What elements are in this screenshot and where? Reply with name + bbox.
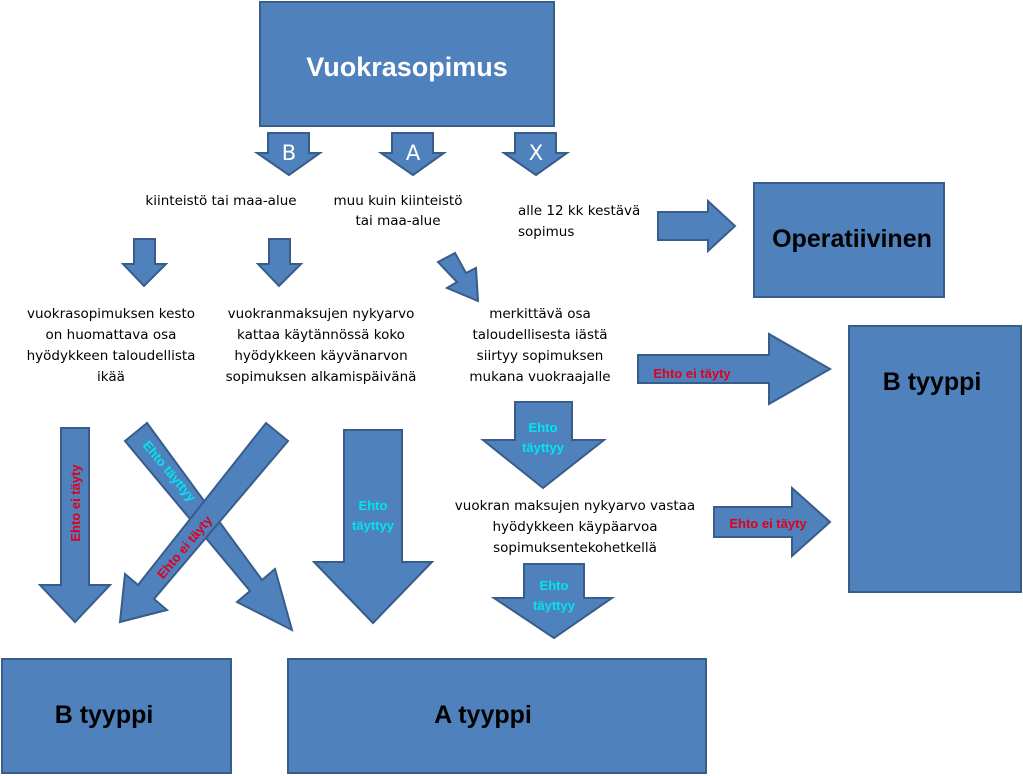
- branch-b-label: B: [282, 141, 296, 165]
- b-type-right-box: B tyyppi: [848, 325, 1022, 593]
- svg-text:hyödykkeen käyvänarvon: hyödykkeen käyvänarvon: [234, 348, 407, 364]
- svg-text:vuokran maksujen nykyarvo vast: vuokran maksujen nykyarvo vastaa: [455, 498, 695, 514]
- lease-term-not-met-label: Ehto ei täyty: [68, 464, 83, 542]
- lease-term-not-met-arrow: Ehto ei täyty: [37, 427, 113, 624]
- present-value-fair-met-label-2: täyttyy: [352, 518, 395, 533]
- branch-a-label: A: [406, 141, 421, 165]
- a-type-label: A tyyppi: [434, 701, 532, 729]
- economic-life-not-met-label: Ehto ei täyty: [653, 366, 731, 381]
- present-value-fair-met-label-1: Ehto: [359, 498, 388, 513]
- present-value-met-arrow: Ehto täyttyy: [490, 563, 616, 640]
- root-box-label: Vuokrasopimus: [306, 52, 508, 82]
- b-type-bottom-box: B tyyppi: [1, 658, 232, 774]
- property-down-arrow-left: [120, 238, 169, 288]
- svg-text:kattaa käytännössä koko: kattaa käytännössä koko: [237, 327, 405, 343]
- svg-text:sopimus: sopimus: [518, 224, 574, 240]
- svg-text:mukana vuokraajalle: mukana vuokraajalle: [469, 369, 610, 385]
- svg-text:siirtyy sopimuksen: siirtyy sopimuksen: [477, 348, 604, 364]
- operative-box-label: Operatiivinen: [772, 225, 932, 253]
- root-box: Vuokrasopimus: [259, 1, 555, 127]
- to-operative-arrow: [657, 198, 737, 254]
- operative-box: Operatiivinen: [753, 182, 945, 298]
- svg-text:muu kuin kiinteistö: muu kuin kiinteistö: [334, 193, 463, 209]
- svg-text:alle 12 kk kestävä: alle 12 kk kestävä: [518, 203, 640, 219]
- present-value-not-met-label: Ehto ei täyty: [729, 516, 807, 531]
- criteria-present-value-fair: vuokranmaksujen nykyarvo kattaa käytännö…: [226, 306, 417, 385]
- criteria-lease-term: vuokrasopimuksen kesto on huomattava osa…: [27, 306, 196, 385]
- economic-life-met-label-1: Ehto: [529, 420, 558, 435]
- branch-a-arrow: A: [377, 132, 448, 177]
- svg-text:taloudellisesta iästä: taloudellisesta iästä: [472, 327, 607, 343]
- present-value-fair-not-met-label: Ehto ei täyty: [154, 512, 216, 581]
- svg-text:sopimuksentekohetkellä: sopimuksentekohetkellä: [493, 540, 657, 556]
- svg-text:vuokranmaksujen nykyarvo: vuokranmaksujen nykyarvo: [228, 306, 415, 322]
- svg-text:ikää: ikää: [97, 369, 125, 385]
- svg-text:hyödykkeen käypäarvoa: hyödykkeen käypäarvoa: [492, 519, 657, 535]
- category-property: kiinteistö tai maa-alue: [145, 193, 296, 209]
- present-value-met-label-1: Ehto: [540, 578, 569, 593]
- economic-life-not-met-arrow: Ehto ei täyty: [637, 332, 833, 406]
- svg-text:merkittävä osa: merkittävä osa: [489, 306, 591, 322]
- present-value-fair-met-arrow: Ehto täyttyy: [311, 429, 435, 625]
- present-value-not-met-arrow: Ehto ei täyty: [713, 485, 832, 559]
- svg-text:sopimuksen alkamispäivänä: sopimuksen alkamispäivänä: [226, 369, 417, 385]
- branch-b-arrow: B: [253, 132, 324, 177]
- present-value-met-label-2: täyttyy: [533, 598, 576, 613]
- criteria-present-value-equal: vuokran maksujen nykyarvo vastaa hyödykk…: [455, 498, 695, 556]
- branch-x-label: X: [529, 141, 543, 165]
- svg-text:tai maa-alue: tai maa-alue: [355, 213, 440, 229]
- category-non-property: muu kuin kiinteistö tai maa-alue: [334, 193, 463, 229]
- criteria-economic-life: merkittävä osa taloudellisesta iästä sii…: [469, 306, 610, 385]
- economic-life-met-arrow: Ehto täyttyy: [480, 401, 607, 490]
- non-property-diagonal-arrow: [436, 251, 480, 303]
- svg-text:on huomattava osa: on huomattava osa: [46, 327, 177, 343]
- branch-x-arrow: X: [500, 132, 571, 177]
- b-type-bottom-label: B tyyppi: [55, 701, 154, 729]
- a-type-box: A tyyppi: [287, 658, 707, 774]
- svg-text:vuokrasopimuksen kesto: vuokrasopimuksen kesto: [27, 306, 195, 322]
- economic-life-met-label-2: täyttyy: [522, 440, 565, 455]
- property-down-arrow-right: [255, 238, 304, 288]
- svg-text:hyödykkeen taloudellista: hyödykkeen taloudellista: [27, 348, 196, 364]
- b-type-right-label: B tyyppi: [883, 368, 982, 396]
- category-short-term: alle 12 kk kestävä sopimus: [518, 203, 640, 240]
